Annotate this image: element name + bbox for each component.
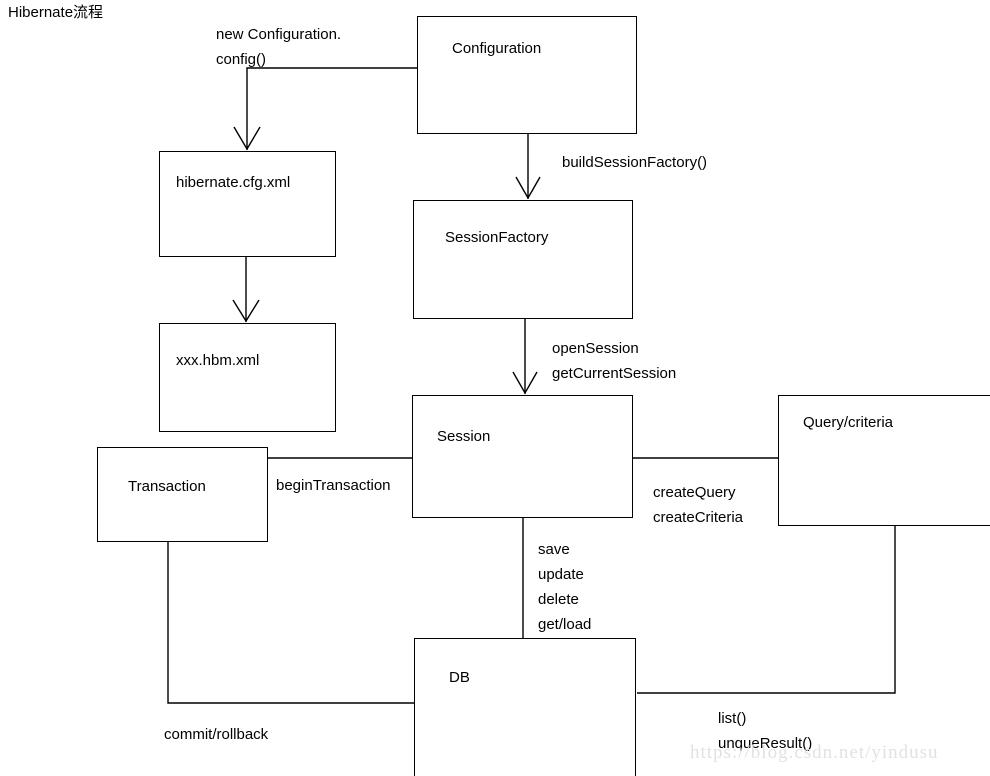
edge-label-session-crud: save update delete get/load (538, 541, 592, 633)
node-hibernate-cfg-xml[interactable] (159, 151, 336, 257)
arrowhead-to-session-factory (515, 176, 541, 200)
edge-label-commit-rollback: commit/rollback (164, 726, 269, 743)
node-configuration[interactable] (417, 16, 637, 134)
node-label-configuration: Configuration (452, 40, 542, 57)
edge-query-criteria-to-db (637, 526, 896, 694)
edge-label-list-result: list() unqueResult() (718, 710, 813, 752)
diagram-title: Hibernate流程 (8, 4, 104, 21)
node-db[interactable] (414, 638, 636, 776)
node-label-db: DB (449, 669, 470, 686)
node-label-hibernate-cfg-xml: hibernate.cfg.xml (176, 174, 291, 191)
node-label-xxx-hbm-xml: xxx.hbm.xml (176, 352, 260, 369)
node-label-session-factory: SessionFactory (445, 229, 549, 246)
edge-label-create-query: createQuery createCriteria (653, 484, 744, 526)
edge-label-new-configuration: new Configuration. config() (216, 26, 342, 68)
watermark: https://blog.csdn.net/yindusu (690, 742, 939, 763)
arrowhead-to-hibernate-cfg (233, 126, 261, 151)
node-label-session: Session (437, 428, 491, 445)
edge-label-build-session-factory: buildSessionFactory() (562, 154, 708, 171)
node-xxx-hbm-xml[interactable] (159, 323, 336, 432)
node-label-query-criteria: Query/criteria (803, 414, 894, 431)
node-session-factory[interactable] (413, 200, 633, 319)
edge-transaction-to-db (167, 542, 414, 704)
arrowhead-to-xxx-hbm (232, 299, 260, 323)
edge-configuration-to-hibernate-cfg (246, 67, 417, 150)
node-session[interactable] (412, 395, 633, 518)
edge-label-begin-transaction: beginTransaction (276, 477, 391, 494)
node-label-transaction: Transaction (128, 478, 206, 495)
arrowhead-to-session (512, 371, 538, 395)
node-query-criteria[interactable] (778, 395, 990, 526)
edge-label-open-session: openSession getCurrentSession (552, 340, 677, 382)
node-transaction[interactable] (97, 447, 268, 542)
